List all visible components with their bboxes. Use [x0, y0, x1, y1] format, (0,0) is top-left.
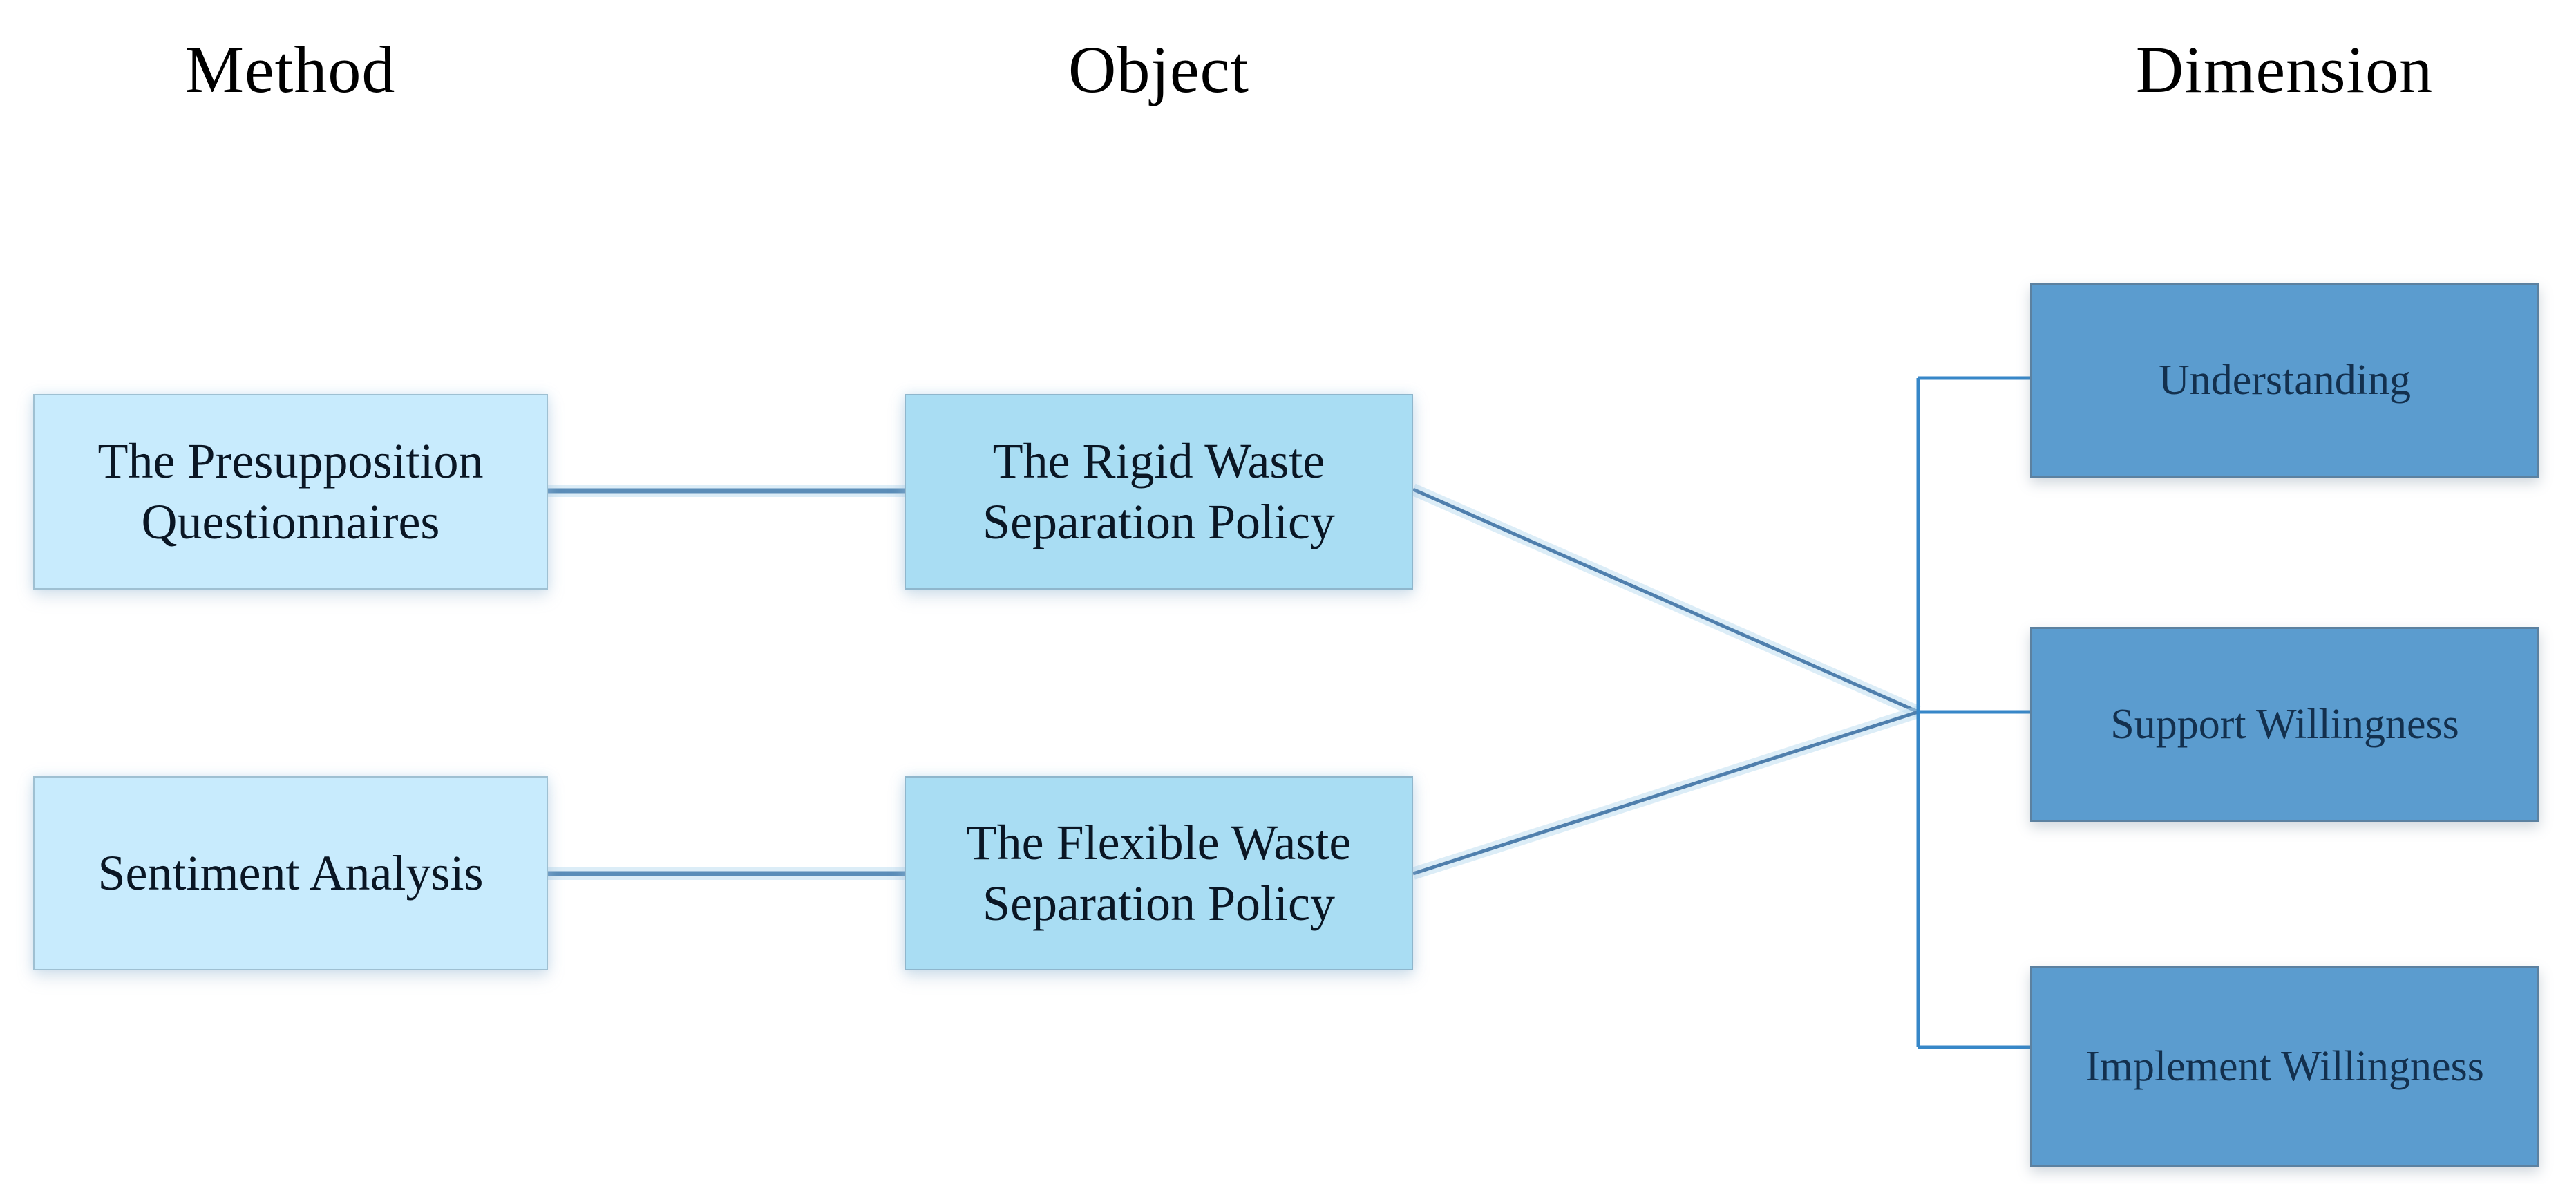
- column-title-object: Object: [1068, 32, 1249, 106]
- dimension-box-implement-willingness: Implement Willingness: [2030, 966, 2539, 1167]
- method-box-presupposition-questionnaires: The Presupposition Questionnaires: [33, 394, 548, 590]
- dimension-box-support-willingness: Support Willingness: [2030, 627, 2539, 822]
- dimension-box-understanding: Understanding: [2030, 283, 2539, 478]
- method-box-sentiment-analysis: Sentiment Analysis: [33, 776, 548, 970]
- object-box-rigid-waste-policy: The Rigid Waste Separation Policy: [905, 394, 1413, 590]
- object2-junction-diagonal-line: [1412, 710, 1919, 876]
- object1-junction-diagonal-line: [1412, 487, 1920, 714]
- column-title-method: Method: [184, 32, 396, 106]
- object-box-flexible-waste-policy: The Flexible Waste Separation Policy: [905, 776, 1413, 970]
- column-title-dimension: Dimension: [2135, 32, 2434, 106]
